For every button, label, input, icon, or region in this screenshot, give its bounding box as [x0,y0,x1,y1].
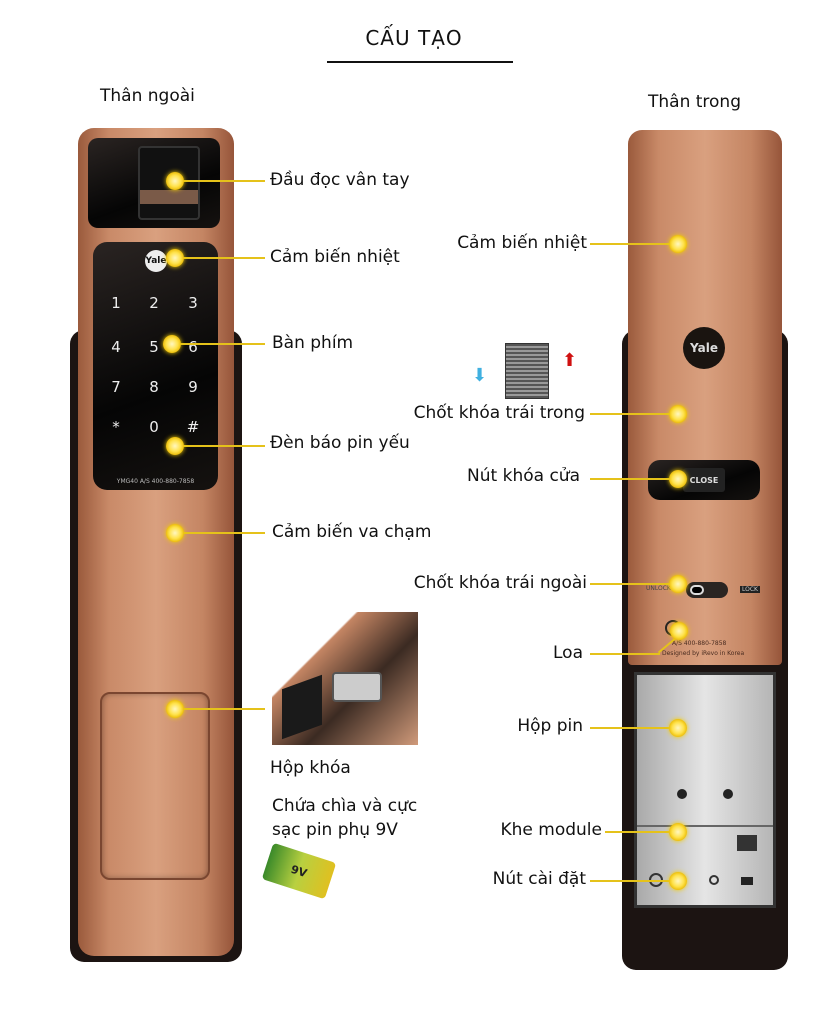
key-0[interactable]: 0 [149,418,159,436]
outer-heading: Thân ngoài [100,86,195,106]
marker-dot [669,405,687,423]
key-2[interactable]: 2 [149,294,159,312]
leader-line [175,532,265,534]
marker-dot [670,622,688,640]
marker-dot [669,470,687,488]
leader-line [605,831,678,833]
key-1[interactable]: 1 [111,294,121,312]
label-fingerprint-reader: Đầu đọc vân tay [270,170,410,190]
thumbturn-slider[interactable] [686,582,728,598]
marker-dot [166,524,184,542]
inner-heading: Thân trong [648,92,742,112]
leader-line [175,257,265,259]
keypad-footer: YMG40 A/S 400-880-7858 [116,478,195,485]
label-module-slot: Khe module [500,820,603,840]
label-outer-deadbolt: Chốt khóa trái ngoài [413,573,587,593]
label-keypad: Bàn phím [272,333,354,353]
leader-line [175,708,265,710]
label-setup-button: Nút cài đặt [492,869,586,889]
label-key-box: Hộp khóa [270,758,351,778]
label-key-storage-1: Chứa chìa và cực [272,796,418,816]
inner-lock-body [628,130,782,665]
leader-line [590,243,678,245]
label-battery-box: Hộp pin [517,716,583,736]
key-3[interactable]: 3 [188,294,198,312]
battery-compartment [634,672,776,908]
leader-line [590,478,678,480]
close-button[interactable]: CLOSE [683,468,725,492]
keypad: Yale 1 2 3 4 5 6 7 8 9 * 0 # YMG40 A/S 4… [93,242,218,490]
marker-dot [163,335,181,353]
leader-line [590,653,660,655]
marker-dot [166,249,184,267]
leader-line [590,727,678,729]
label-key-storage-2: sạc pin phụ 9V [272,820,398,840]
leader-line [172,343,265,345]
fingerprint-reader [88,138,220,228]
label-inner-deadbolt: Chốt khóa trái trong [413,403,585,423]
marker-dot [669,719,687,737]
label-impact-sensor: Cảm biến va chạm [272,522,432,542]
marker-dot [669,575,687,593]
arrow-up-icon: ⬆ [562,350,578,371]
marker-dot [166,700,184,718]
marker-dot [166,172,184,190]
label-heat-sensor-inner: Cảm biến nhiệt [457,233,587,253]
designed-by: Designed by iRevo in Korea [662,650,745,657]
leader-line [590,880,678,882]
key-box-photo [272,612,418,745]
key-4[interactable]: 4 [111,338,121,356]
marker-dot [166,437,184,455]
handle-cover [100,692,210,880]
marker-dot [669,235,687,253]
yale-logo: Yale [145,250,167,272]
key-9[interactable]: 9 [188,378,198,396]
key-6[interactable]: 6 [188,338,198,356]
label-heat-sensor-outer: Cảm biến nhiệt [270,247,400,267]
label-low-battery: Đèn báo pin yếu [270,433,410,453]
thumbturn-diagram [505,343,549,399]
service-number: A/S 400-880-7858 [672,640,727,647]
unlock-text: UNLOCK [646,585,671,592]
lock-text: LOCK [740,586,760,593]
leader-line [175,445,265,447]
key-star[interactable]: * [112,418,120,436]
key-5[interactable]: 5 [149,338,159,356]
title-underline [327,61,513,63]
leader-line [590,583,678,585]
page-title: CẤU TẠO [365,26,463,50]
marker-dot [669,872,687,890]
close-button-housing: CLOSE [648,460,760,500]
key-hash[interactable]: # [186,418,200,436]
label-speaker: Loa [553,643,583,663]
leader-line [590,413,678,415]
marker-dot [669,823,687,841]
label-lock-button: Nút khóa cửa [467,466,580,486]
inner-yale-logo: Yale [683,327,725,369]
key-7[interactable]: 7 [111,378,121,396]
key-8[interactable]: 8 [149,378,159,396]
arrow-down-icon: ⬇ [472,365,488,386]
leader-line [175,180,265,182]
